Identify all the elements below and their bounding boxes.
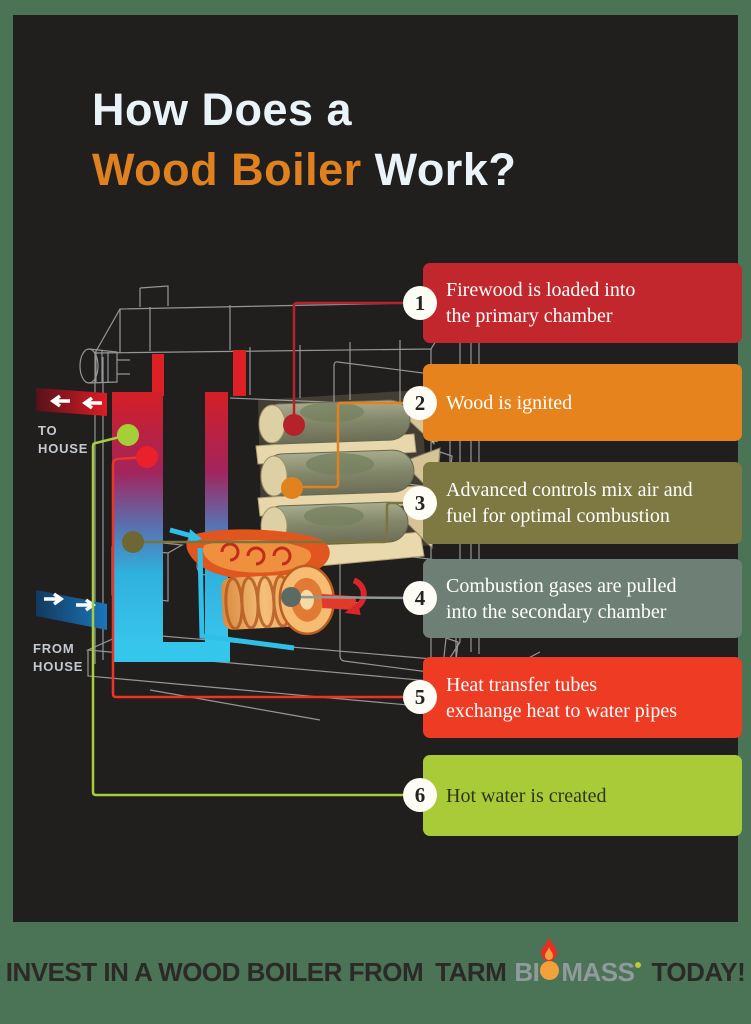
brand-tarm: TARM xyxy=(435,956,507,987)
registered-mark xyxy=(635,961,642,968)
brand-o-disc xyxy=(540,936,560,981)
callout-box-6: Hot water is created xyxy=(423,755,742,836)
callout-box-2: Wood is ignited xyxy=(423,364,742,441)
title-line1: How Does a xyxy=(92,84,353,135)
callout-number-4: 4 xyxy=(403,581,437,615)
callout-number-1: 1 xyxy=(403,286,437,320)
flame-icon xyxy=(541,936,558,961)
callout-number-3: 3 xyxy=(403,486,437,520)
page-title: How Does a Wood Boiler Work? xyxy=(92,80,516,200)
title-highlight: Wood Boiler xyxy=(92,144,362,195)
callout-number-6: 6 xyxy=(403,778,437,812)
callout-number-2: 2 xyxy=(403,386,437,420)
callout-number-5: 5 xyxy=(403,680,437,714)
footer-text-prefix: INVEST IN A WOOD BOILER FROM xyxy=(5,956,424,987)
footer-text-suffix: TODAY! xyxy=(651,956,746,987)
title-line2: Wood Boiler Work? xyxy=(92,144,517,195)
